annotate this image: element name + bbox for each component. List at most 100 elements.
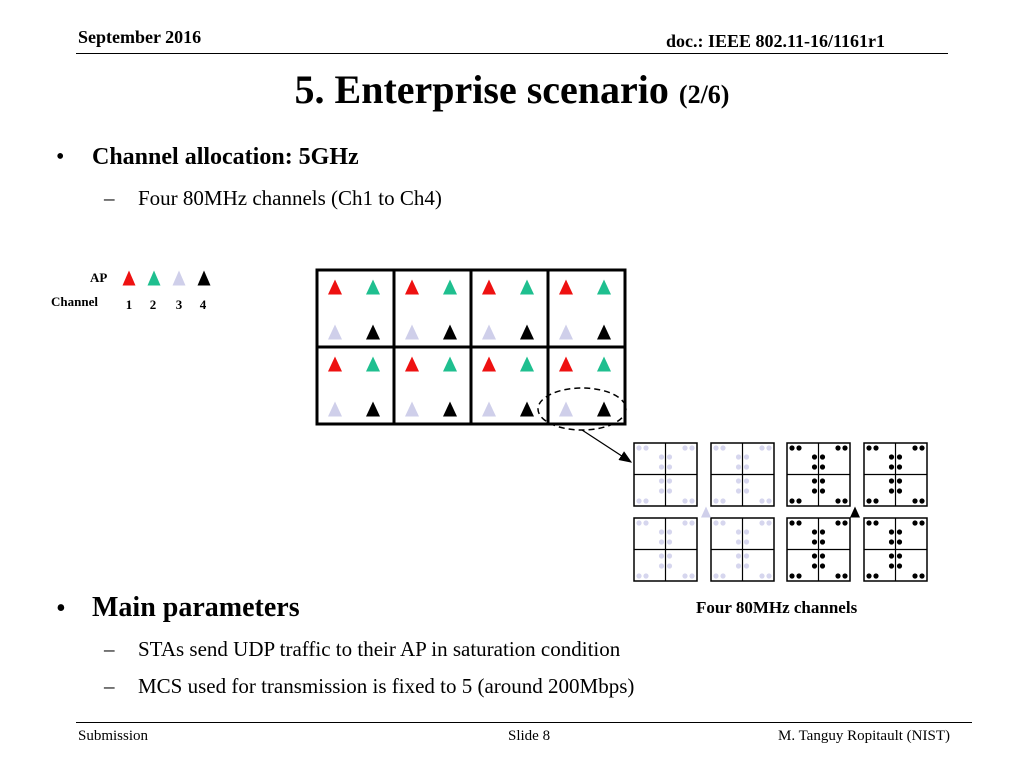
sta-dot <box>888 454 895 460</box>
sta-dot <box>811 539 818 545</box>
ap-ch3-icon <box>405 401 419 417</box>
sta-dot <box>919 445 925 451</box>
legend-channel-2: 2 <box>149 297 157 312</box>
sta-dot <box>896 478 903 484</box>
ap-triangles <box>328 279 611 417</box>
sta-dot <box>658 488 665 494</box>
sta-dot <box>720 573 726 579</box>
sta-dot <box>912 498 918 504</box>
sta-dot <box>658 464 665 470</box>
sta-dot <box>743 478 750 484</box>
sta-dot <box>643 573 649 579</box>
sta-dot <box>888 529 895 535</box>
sta-dot <box>789 498 795 504</box>
channel-box <box>786 442 851 507</box>
sta-dot <box>689 520 695 526</box>
ap-ch3-icon <box>328 324 342 340</box>
ap-ch3-icon <box>701 506 711 518</box>
sta-dot <box>713 573 719 579</box>
sta-dot <box>658 539 665 545</box>
sta-dot <box>643 445 649 451</box>
sta-dot <box>842 573 848 579</box>
bullet-marker: • <box>56 144 65 170</box>
sta-dot <box>689 498 695 504</box>
bullet-main-parameters: Main parameters <box>92 592 300 623</box>
sta-dot <box>896 553 903 559</box>
sta-dot <box>720 498 726 504</box>
sta-dot <box>759 520 765 526</box>
ap-ch2-icon <box>443 356 457 372</box>
header-divider <box>76 53 948 54</box>
sta-dot <box>713 498 719 504</box>
sta-dot <box>658 454 665 460</box>
sta-dot <box>636 445 642 451</box>
sta-dot <box>720 445 726 451</box>
sta-dot <box>666 454 673 460</box>
sta-dot <box>888 488 895 494</box>
slide-title-sub: (2/6) <box>678 80 730 109</box>
sta-dot <box>819 478 826 484</box>
sta-dot <box>766 445 772 451</box>
sta-dot <box>713 520 719 526</box>
sta-dot <box>796 498 802 504</box>
ap-ch1-icon <box>328 279 342 295</box>
sta-dot <box>919 498 925 504</box>
sta-dot <box>658 478 665 484</box>
ap-ch4-icon <box>520 401 534 417</box>
sta-dot <box>720 520 726 526</box>
sta-dot <box>689 445 695 451</box>
sta-dot <box>796 573 802 579</box>
legend-ap-triangles <box>122 270 211 286</box>
sta-dot <box>888 539 895 545</box>
sta-dot <box>896 529 903 535</box>
ap-ch4-icon <box>597 401 611 417</box>
sta-dot <box>682 445 688 451</box>
sta-dot <box>811 529 818 535</box>
ap-ch4-icon <box>597 324 611 340</box>
sta-dot <box>735 529 742 535</box>
ap-ch2-icon <box>366 356 380 372</box>
sta-dot <box>666 553 673 559</box>
sta-dot <box>666 488 673 494</box>
sta-dot <box>912 445 918 451</box>
sta-dot <box>735 563 742 569</box>
sta-dot <box>682 573 688 579</box>
sub-bullet-udp-traffic: STAs send UDP traffic to their AP in sat… <box>138 637 621 661</box>
sta-dot <box>873 498 879 504</box>
sta-dot <box>743 539 750 545</box>
sta-dot <box>658 563 665 569</box>
sta-dot <box>789 573 795 579</box>
sta-dot <box>743 464 750 470</box>
sta-dot <box>643 520 649 526</box>
sta-dot <box>919 573 925 579</box>
sta-dot <box>766 498 772 504</box>
sta-dot <box>811 464 818 470</box>
slide-title: 5. Enterprise scenario (2/6) <box>0 66 1024 113</box>
channel-box <box>710 442 775 507</box>
sta-dot <box>759 573 765 579</box>
sta-dot <box>896 563 903 569</box>
header-doc-id: doc.: IEEE 802.11-16/1161r1 <box>666 31 886 51</box>
sta-dot <box>658 529 665 535</box>
sta-dot <box>866 445 872 451</box>
sta-dot <box>896 539 903 545</box>
sub-bullet-marker: – <box>104 637 115 661</box>
sta-dot <box>811 478 818 484</box>
sta-dot <box>919 520 925 526</box>
sub-bullet-marker: – <box>104 674 115 698</box>
ap-ch2-icon <box>520 279 534 295</box>
legend-ap-ch4-icon <box>197 270 211 286</box>
sta-dot <box>759 445 765 451</box>
sta-dot <box>789 445 795 451</box>
sta-dot <box>735 539 742 545</box>
sta-dot <box>666 529 673 535</box>
sta-dot <box>666 478 673 484</box>
ap-ch1-icon <box>559 279 573 295</box>
sta-dot <box>819 488 826 494</box>
sta-dot <box>689 573 695 579</box>
ap-ch4-icon <box>443 401 457 417</box>
sta-dot <box>819 553 826 559</box>
sta-dot <box>743 553 750 559</box>
sta-dot <box>743 454 750 460</box>
